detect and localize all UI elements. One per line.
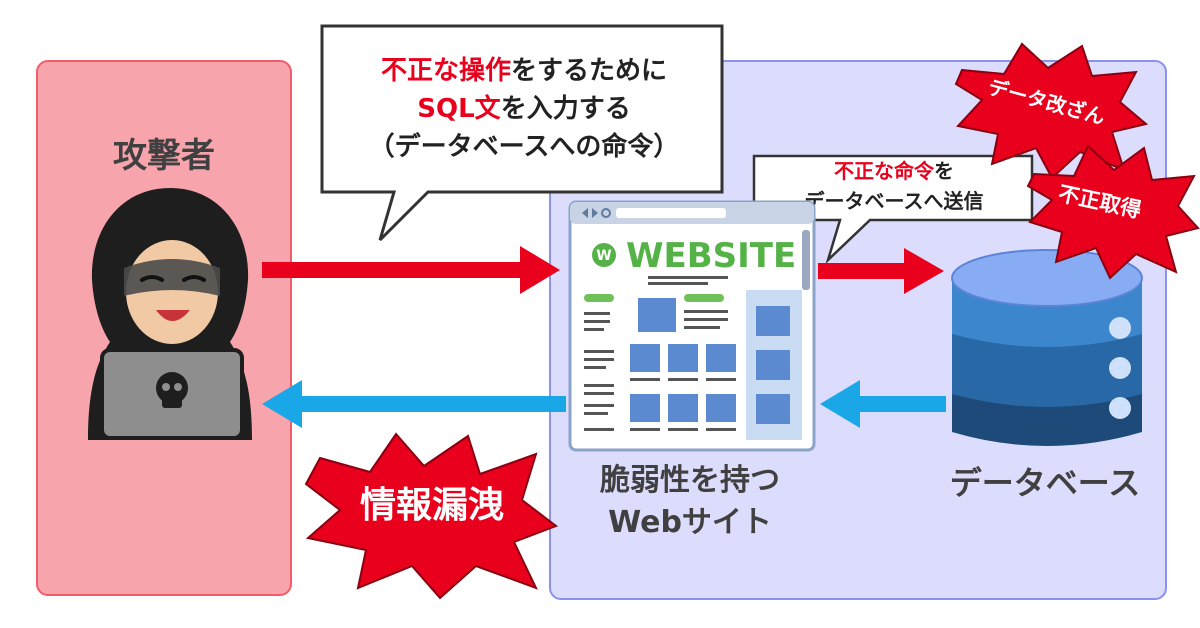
- return-arrow-to-website: [820, 380, 946, 428]
- database-label: データベース: [949, 464, 1141, 502]
- database-cylinder-icon: [951, 249, 1143, 446]
- return-arrow-to-attacker: [262, 380, 566, 428]
- speech-bubble-attacker: [320, 24, 724, 242]
- bubble-line-2: SQL文を入力する: [417, 94, 631, 124]
- website-label-line-1: 脆弱性を持つ: [600, 463, 780, 498]
- logo-letter: W: [596, 248, 611, 264]
- bubble-line-1: 不正な操作をするために: [380, 56, 668, 86]
- hacker-illustration: [88, 188, 252, 440]
- bubble-line-1: 不正な命令を: [834, 159, 954, 183]
- bubble-line-3: （データベースへの命令）: [368, 132, 680, 162]
- speech-bubble-website-text: 不正な命令を データベースへ送信: [756, 156, 1032, 216]
- attacker-label: 攻撃者: [113, 136, 215, 176]
- leak-burst-icon: [304, 432, 559, 600]
- website-label: 脆弱性を持つ Webサイト: [560, 460, 820, 544]
- speech-bubble-attacker-text: 不正な操作をするために SQL文を入力する （データベースへの命令）: [326, 52, 722, 166]
- website-label-line-2: Webサイト: [608, 505, 772, 540]
- leak-burst-text: 情報漏洩: [359, 485, 504, 526]
- website-browser-illustration: W WEBSITE: [568, 200, 816, 452]
- website-screen-title: WEBSITE: [626, 236, 796, 276]
- attack-arrow-to-database: [818, 248, 944, 294]
- bubble-line-2: データベースへ送信: [804, 189, 984, 213]
- tamper-burst-icon: [954, 42, 1148, 180]
- theft-burst-icon: [1026, 144, 1200, 280]
- attack-arrow-to-website: [262, 246, 560, 294]
